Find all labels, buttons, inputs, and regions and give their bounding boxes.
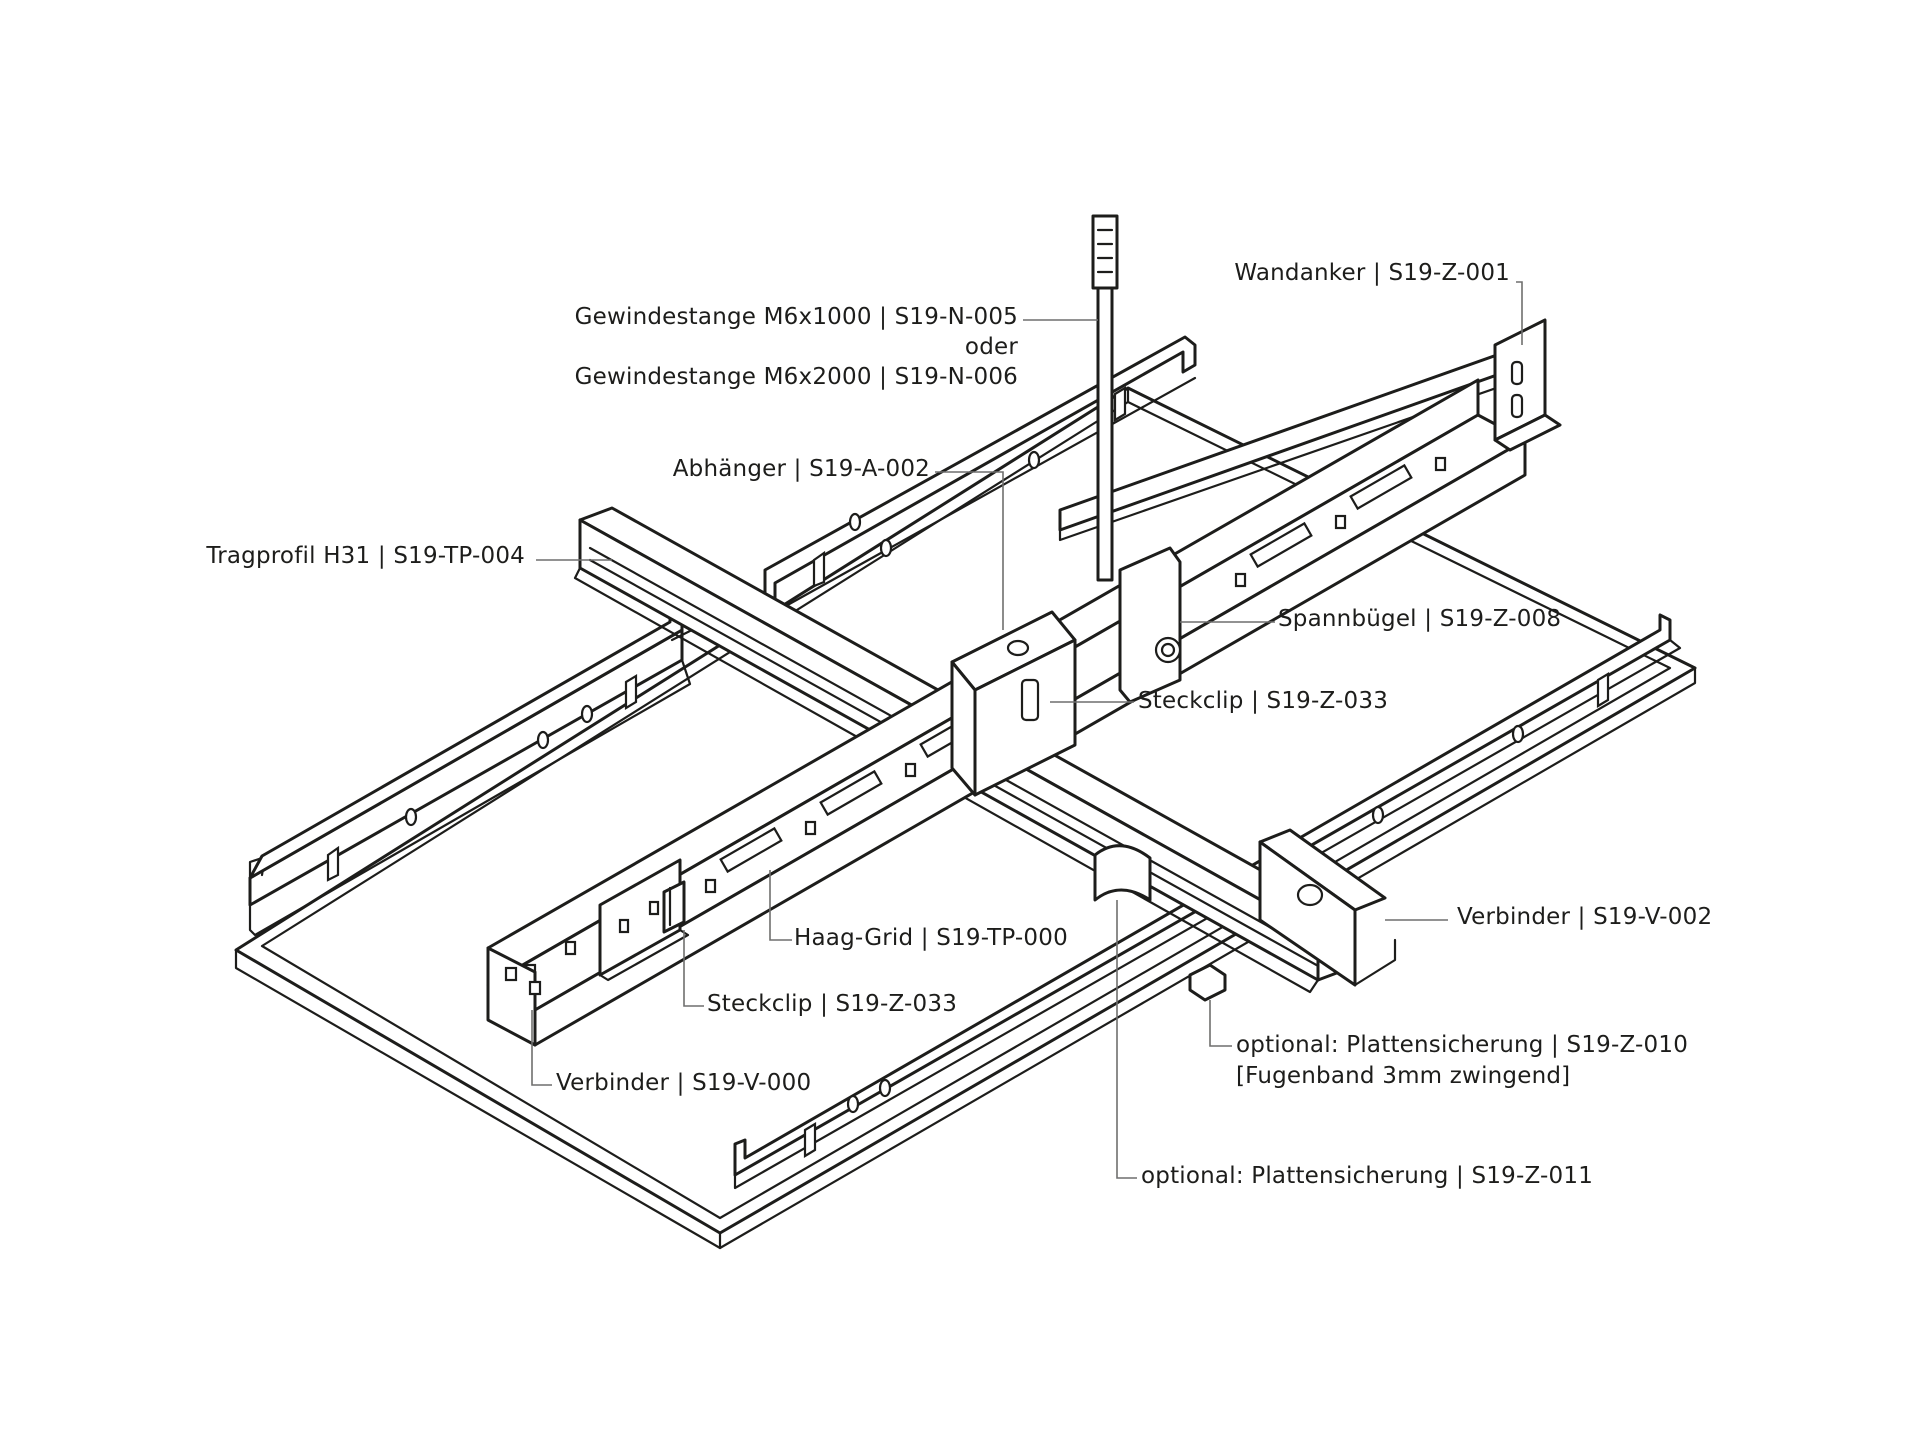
label-spannbuegel: Spannbügel | S19-Z-008 [1278, 606, 1562, 632]
spannbuegel [1118, 546, 1182, 704]
gewindestange [1091, 214, 1119, 582]
label-steckclip-upper: Steckclip | S19-Z-033 [1138, 688, 1389, 714]
label-abhaenger: Abhänger | S19-A-002 [672, 456, 930, 482]
label-plattensicherung-011: optional: Plattensicherung | S19-Z-011 [1141, 1163, 1594, 1189]
abhaenger [950, 610, 1077, 797]
label-fugenband: [Fugenband 3mm zwingend] [1236, 1063, 1571, 1089]
plattensicherung-010 [1188, 963, 1227, 1002]
label-gewindestange-1: Gewindestange M6x1000 | S19-N-005 [574, 304, 1018, 330]
ceiling-panel [234, 386, 1697, 1250]
label-steckclip-lower: Steckclip | S19-Z-033 [707, 991, 958, 1017]
label-gewindestange-2: Gewindestange M6x2000 | S19-N-006 [574, 364, 1018, 390]
plattensicherung-011 [1093, 844, 1152, 902]
label-gewindestange-oder: oder [964, 334, 1018, 360]
steckclip-lower [662, 880, 686, 934]
label-wandanker: Wandanker | S19-Z-001 [1234, 260, 1510, 286]
leader-lines [531, 281, 1523, 1179]
label-haag-grid: Haag-Grid | S19-TP-000 [794, 925, 1068, 951]
label-verbinder-v000: Verbinder | S19-V-000 [556, 1070, 812, 1096]
verbinder-v002 [1258, 828, 1397, 987]
label-tragprofil: Tragprofil H31 | S19-TP-004 [206, 543, 525, 569]
label-plattensicherung-010: optional: Plattensicherung | S19-Z-010 [1236, 1032, 1689, 1058]
wandanker [1493, 318, 1562, 452]
verbinder-v000 [598, 858, 690, 982]
left-side-rail [248, 546, 694, 937]
label-verbinder-v002: Verbinder | S19-V-002 [1457, 904, 1713, 930]
